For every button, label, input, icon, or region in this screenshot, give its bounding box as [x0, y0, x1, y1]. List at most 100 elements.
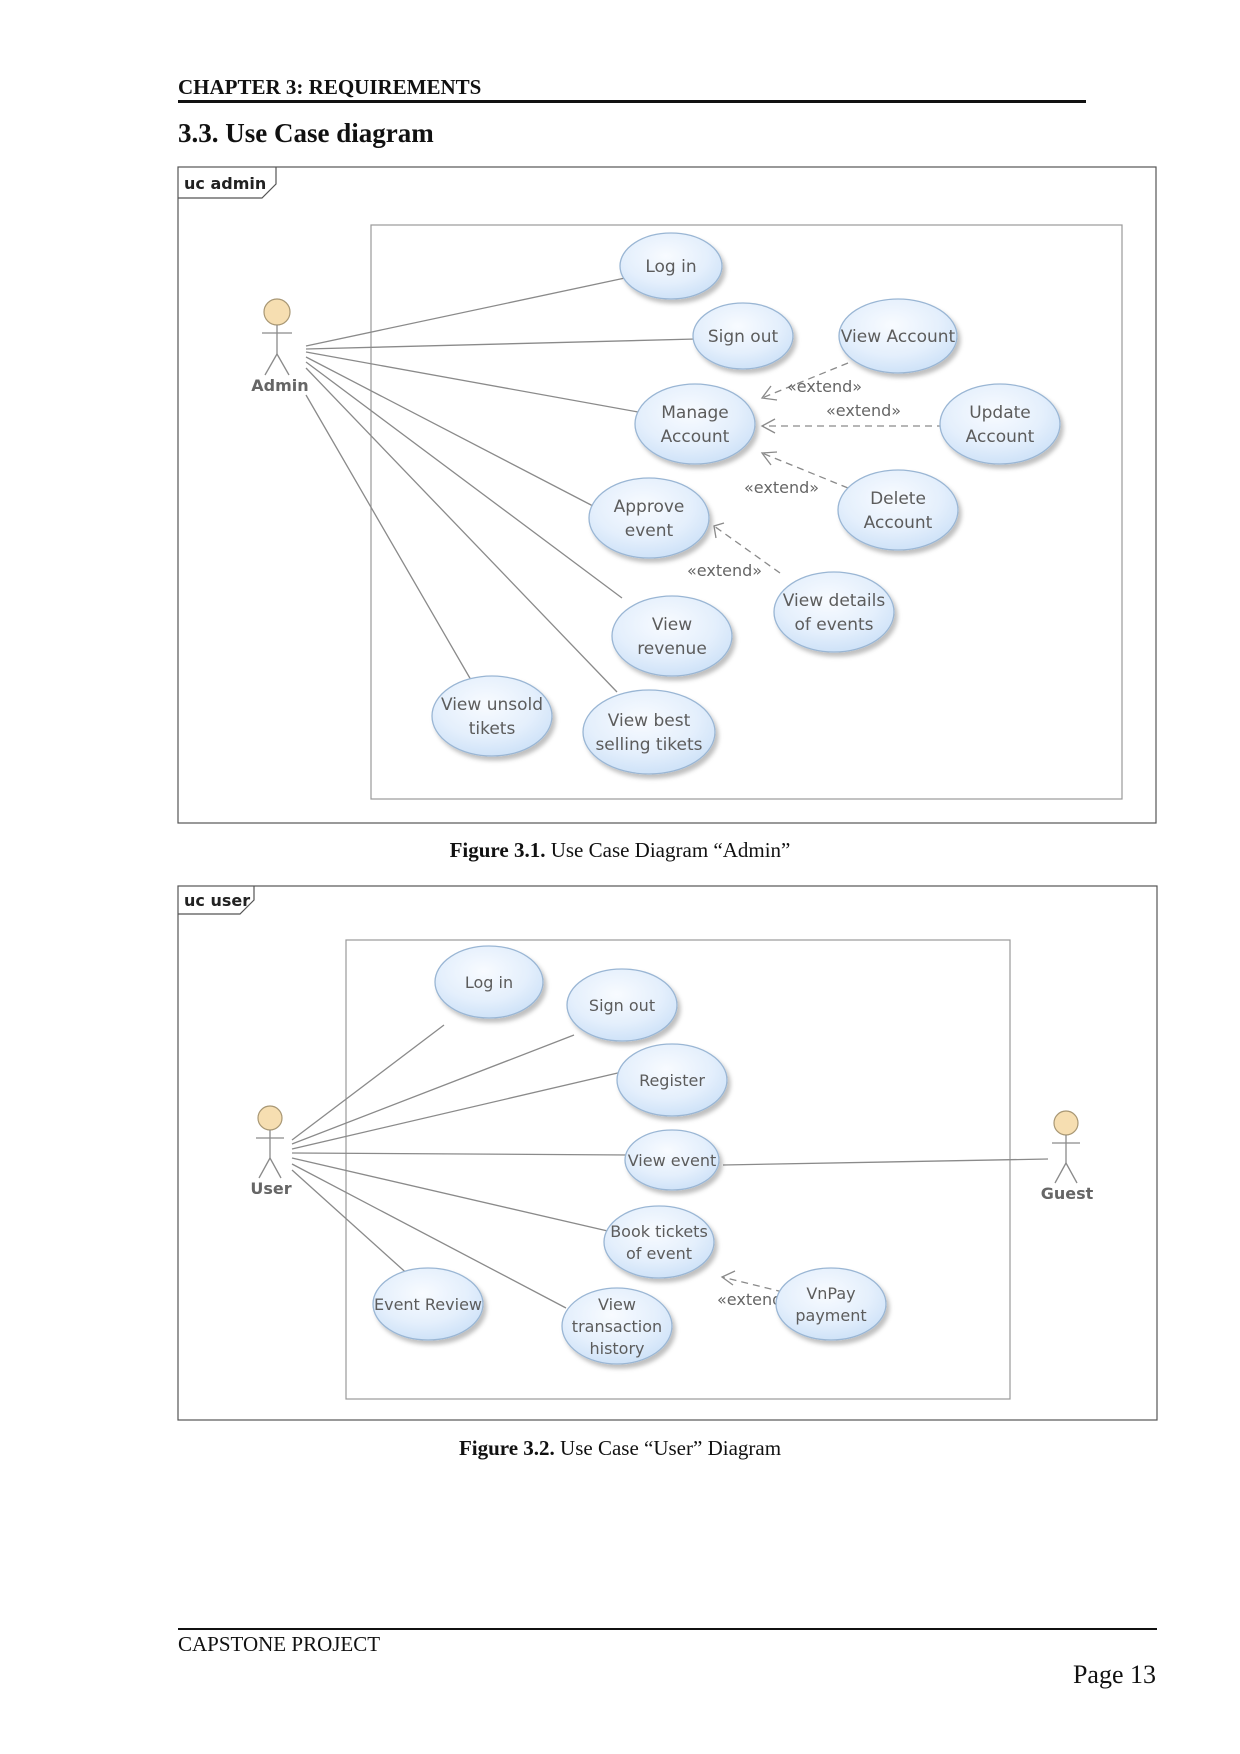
- extend-label: «extend»: [717, 1290, 792, 1309]
- use-case-ellipse: [561, 1287, 673, 1365]
- use-case-ellipse: [566, 968, 678, 1042]
- actor-label-admin: Admin: [251, 376, 308, 395]
- association-lines-user: [291, 1024, 1049, 1309]
- use-case-label: history: [589, 1339, 644, 1358]
- footer-rule: [178, 1628, 1157, 1630]
- extend-label: «extend»: [687, 561, 762, 580]
- frame-admin: [177, 166, 1157, 824]
- system-boundary-user: [345, 939, 1011, 1400]
- use-case-label: of events: [794, 615, 873, 635]
- use-case-label: selling tikets: [595, 735, 702, 755]
- use-case-ellipse: [434, 945, 544, 1019]
- system-boundary-admin: [370, 224, 1123, 800]
- use-case-ellipse: [837, 469, 959, 551]
- use-case-log-in: Log in: [619, 232, 723, 300]
- use-case-label: View details: [783, 591, 886, 611]
- use-case-label: payment: [795, 1306, 866, 1325]
- use-case-label: View Account: [841, 327, 956, 347]
- use-case-label: Event Review: [374, 1295, 482, 1314]
- use-case-ellipse: [773, 571, 895, 653]
- extend-lines-admin: [713, 362, 944, 574]
- use-case-ellipse: [838, 298, 958, 374]
- use-case-label: transaction: [572, 1317, 662, 1336]
- use-case-view-history: View transaction history: [561, 1287, 673, 1365]
- use-case-vnpay: VnPay payment: [775, 1267, 887, 1341]
- use-case-label: Book tickets: [610, 1222, 708, 1241]
- use-case-ellipse: [603, 1205, 715, 1279]
- use-case-label: Sign out: [589, 996, 655, 1015]
- use-case-book-tickets: Book tickets of event: [603, 1205, 715, 1279]
- use-case-label: View best: [608, 711, 691, 731]
- use-case-label: View: [652, 615, 692, 635]
- figure-caption-admin: Figure 3.1. Use Case Diagram “Admin”: [0, 838, 1240, 863]
- use-case-label: event: [625, 521, 674, 541]
- use-case-view-best: View best selling tikets: [582, 689, 716, 775]
- figure-admin: uc admin «extend» «extend» «extend»: [177, 166, 1157, 824]
- use-case-ellipse: [582, 689, 716, 775]
- extend-user: [720, 1270, 784, 1293]
- actor-user: User: [250, 1105, 292, 1198]
- use-case-ellipse: [372, 1267, 484, 1341]
- use-case-ellipse: [611, 595, 733, 677]
- use-case-ellipse: [616, 1043, 728, 1117]
- use-case-ellipse: [939, 383, 1061, 465]
- use-case-view-account: View Account: [838, 298, 958, 374]
- caption-prefix: Figure 3.2.: [458, 1436, 555, 1460]
- frame-label-admin: uc admin: [184, 174, 266, 193]
- extend-arrowheads-admin: [713, 385, 778, 539]
- use-case-label: Approve: [614, 497, 685, 517]
- use-case-sign-out: Sign out: [566, 968, 678, 1042]
- use-case-label: tikets: [469, 719, 516, 739]
- use-case-view-unsold: View unsold tikets: [431, 675, 553, 757]
- use-case-view-revenue: View revenue: [611, 595, 733, 677]
- use-case-label: View unsold: [441, 695, 543, 715]
- extend-label: «extend»: [787, 377, 862, 396]
- use-case-view-event: View event: [624, 1129, 720, 1191]
- chapter-header: CHAPTER 3: REQUIREMENTS: [178, 74, 1086, 103]
- extend-label: «extend»: [826, 401, 901, 420]
- use-case-ellipse: [634, 383, 756, 465]
- actor-admin: Admin: [251, 298, 309, 395]
- use-case-label: revenue: [637, 639, 707, 659]
- frame-user: [177, 885, 1158, 1421]
- use-case-label: VnPay: [806, 1284, 855, 1303]
- use-case-label: of event: [626, 1244, 692, 1263]
- use-case-ellipse: [588, 477, 710, 559]
- use-case-label: Account: [661, 427, 730, 447]
- actor-label-guest: Guest: [1041, 1184, 1094, 1203]
- caption-prefix: Figure 3.1.: [449, 838, 546, 862]
- use-case-approve-event: Approve event: [588, 477, 710, 559]
- use-case-ellipse: [624, 1129, 720, 1191]
- association-lines-admin: [305, 277, 697, 693]
- use-case-ellipse: [619, 232, 723, 300]
- use-case-label: View: [598, 1295, 636, 1314]
- use-case-label: Sign out: [708, 327, 779, 347]
- frame-tab: [178, 886, 255, 915]
- use-case-label: Log in: [645, 257, 696, 277]
- actor-guest: Guest: [1041, 1110, 1094, 1203]
- use-case-label: Account: [966, 427, 1035, 447]
- use-case-ellipse: [431, 675, 553, 757]
- figure-caption-user: Figure 3.2. Use Case “User” Diagram: [0, 1436, 1240, 1461]
- use-case-label: Register: [639, 1071, 705, 1090]
- use-case-ellipse: [692, 302, 794, 370]
- footer-project: CAPSTONE PROJECT: [178, 1632, 381, 1656]
- extend-label: «extend»: [744, 478, 819, 497]
- use-case-sign-out: Sign out: [692, 302, 794, 370]
- figure-user: uc user «extend» User: [177, 885, 1158, 1421]
- section-title: 3.3. Use Case diagram: [178, 118, 434, 148]
- use-case-label: Delete: [870, 489, 926, 509]
- use-case-label: Manage: [661, 403, 729, 423]
- use-case-label: View event: [628, 1151, 717, 1170]
- use-case-label: Log in: [465, 973, 513, 992]
- frame-label-user: uc user: [184, 891, 250, 910]
- caption-text: Use Case “User” Diagram: [554, 1436, 782, 1460]
- use-case-view-details: View details of events: [773, 571, 895, 653]
- use-case-register: Register: [616, 1043, 728, 1117]
- actor-label-user: User: [250, 1179, 291, 1198]
- use-case-ellipse: [775, 1267, 887, 1341]
- use-case-label: Account: [864, 513, 933, 533]
